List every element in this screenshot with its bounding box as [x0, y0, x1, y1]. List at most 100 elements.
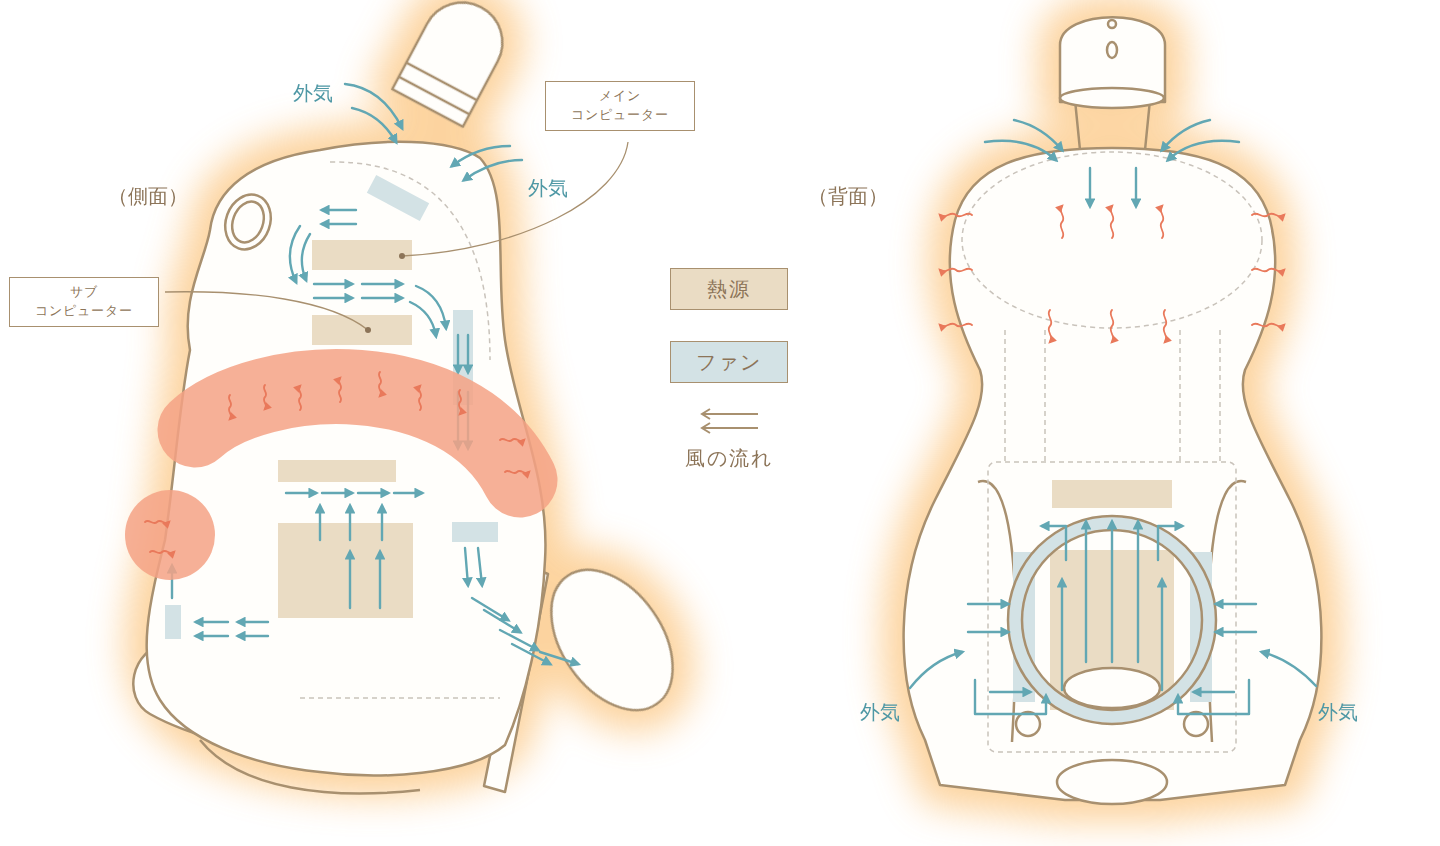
leader-line: [399, 253, 405, 259]
fan-rect: [165, 605, 181, 639]
heat-band: [125, 387, 520, 580]
back-body: [1016, 712, 1040, 736]
heat-source-rect: [312, 240, 412, 270]
airflow-arrow: [457, 335, 459, 372]
side-body: [147, 142, 546, 776]
heat-source-rect: [278, 460, 396, 482]
airflow-arrow: [322, 223, 356, 225]
legend-text: ファン: [696, 349, 762, 376]
heat-wave-arrow: [505, 471, 529, 473]
heat-band: [125, 490, 215, 580]
back-body: [904, 17, 1322, 804]
heat-wave-arrow: [940, 214, 972, 217]
heat-source-rect: [278, 523, 413, 618]
airflow-arrow: [381, 506, 383, 540]
side-body: [399, 63, 477, 115]
airflow-arrow: [1089, 168, 1091, 206]
fan-ring: [1064, 668, 1160, 708]
back-inner-contour: [962, 152, 1262, 752]
airflow-arrow: [410, 302, 436, 336]
heat-wave-arrow: [459, 390, 461, 414]
callout-box: メイン コンピューター: [545, 81, 695, 131]
back-body: [1060, 88, 1164, 108]
airflow-arrow: [394, 492, 422, 494]
legend-swatch: 熱源: [670, 268, 788, 310]
back-body: [904, 148, 1322, 800]
back-inner-contour: [962, 152, 1262, 328]
annotation-label: （側面）: [108, 184, 188, 208]
annotation-label: （背面）: [808, 184, 888, 208]
heat-wave-arrow: [500, 439, 524, 441]
leader-line: [402, 142, 628, 256]
airflow-arrow: [1014, 120, 1062, 150]
airflow-arrow: [464, 160, 522, 180]
heat-wave-arrow: [264, 385, 266, 409]
legend-text: 熱源: [707, 276, 751, 303]
heat-wave-arrow: [1164, 310, 1167, 342]
heat-wave-arrow: [940, 324, 972, 327]
heat-wave-arrow: [1049, 310, 1052, 342]
back-body: [1184, 712, 1208, 736]
legend-entry: 風の流れ: [685, 405, 773, 472]
airflow-arrow: [985, 141, 1056, 160]
airflow-arrow: [358, 492, 388, 494]
side-body: [526, 547, 697, 732]
annotation-label: 外気: [528, 176, 568, 200]
fan-ring: [1015, 523, 1209, 717]
airflow-arrow: [322, 209, 356, 211]
annotation-label: 外気: [860, 700, 900, 724]
airflow-arrow: [540, 652, 578, 664]
leader-line: [365, 327, 371, 333]
heat-band: [195, 387, 520, 480]
airflow-arrow: [314, 297, 352, 299]
airflow-arrow: [172, 84, 578, 664]
airflow-arrow: [968, 631, 1008, 633]
airflow-arrow: [467, 335, 469, 372]
airflow-arrow: [362, 297, 402, 299]
airflow-arrow: [238, 635, 268, 637]
heat-wave-arrow: [1111, 206, 1114, 238]
legend-entry: 熱源: [670, 268, 788, 310]
airflow-arrow: [1178, 680, 1249, 714]
airflow-arrow: [990, 691, 1030, 693]
airflow-arrow: [379, 552, 381, 608]
airflow-arrow: [322, 492, 352, 494]
airflow-arrow: [975, 680, 1046, 714]
airflow-arrow: [484, 610, 520, 632]
leader-line: [165, 142, 628, 333]
airflow-arrow: [1162, 120, 1210, 150]
back-inner-contour: [1005, 330, 1220, 462]
airflow-arrow: [478, 548, 482, 585]
annotation-label: 外気: [293, 81, 333, 105]
fan-ring: [1008, 516, 1216, 724]
airflow-arrow: [1216, 631, 1256, 633]
side-body: [133, 0, 697, 793]
side-body: [392, 0, 516, 127]
heat-wave-arrow: [339, 378, 341, 402]
legend-arrow-sample: [702, 413, 758, 415]
heat-wave-arrow: [145, 521, 169, 523]
airflow-arrow: [286, 492, 316, 494]
side-body: [227, 197, 270, 247]
airflow-arrow: [349, 506, 351, 540]
airflow-arrow: [1161, 580, 1163, 690]
heat-source-rect: [1052, 480, 1172, 508]
heat-wave-arrow: [1252, 269, 1284, 272]
back-body: [1107, 42, 1117, 58]
airflow-arrow: [1042, 526, 1066, 560]
annotation-label: 外気: [1318, 700, 1358, 724]
fan-rect: [367, 175, 429, 221]
callout-box: サブ コンピューター: [9, 277, 159, 327]
side-body: [392, 0, 516, 127]
heat-glow: [392, 0, 516, 127]
fan-ring: [1008, 516, 1216, 724]
airflow-arrow: [910, 120, 1316, 714]
airflow-arrow: [968, 603, 1008, 605]
heat-wave-arrow: [379, 372, 381, 396]
leader-line: [165, 292, 368, 330]
heat-wave-arrow: [299, 386, 301, 410]
heat-wave-arrow: [419, 386, 421, 410]
airflow-arrow: [1168, 141, 1239, 160]
